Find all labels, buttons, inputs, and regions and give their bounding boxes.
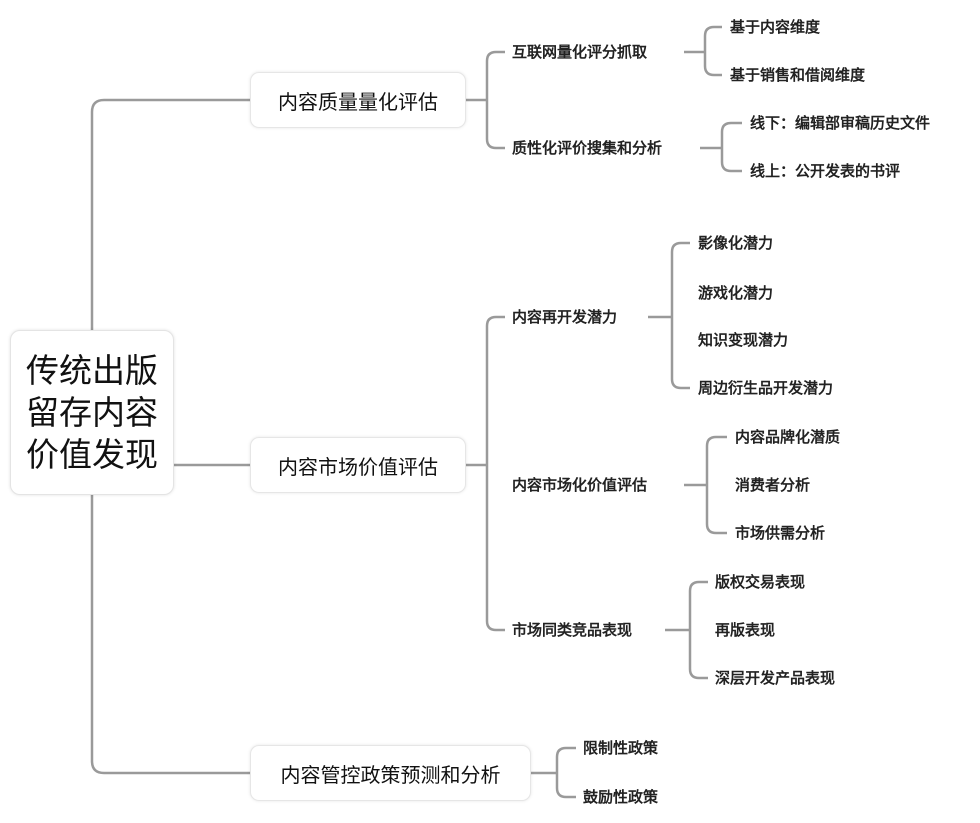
bracket-quality: [465, 50, 505, 150]
trunk-connector: [90, 98, 250, 775]
leaf[interactable]: 影像化潜力: [698, 234, 774, 252]
node-policy[interactable]: 内容管控政策预测和分析: [250, 745, 531, 801]
bracket-qualitative: [700, 121, 742, 173]
node-market-valuation[interactable]: 内容市场化价值评估: [512, 476, 648, 494]
root-line-1: 传统出版: [26, 350, 158, 390]
node-content-quality[interactable]: 内容质量量化评估: [250, 72, 466, 128]
bracket-redevelopment: [648, 241, 690, 390]
node-qualitative-review[interactable]: 质性化评价搜集和分析: [512, 139, 663, 157]
leaf[interactable]: 鼓励性政策: [583, 788, 659, 806]
leaf[interactable]: 线上：公开发表的书评: [750, 162, 901, 180]
leaf[interactable]: 知识变现潜力: [698, 331, 789, 349]
leaf[interactable]: 市场供需分析: [735, 524, 826, 542]
node-redevelopment[interactable]: 内容再开发潜力: [512, 308, 618, 326]
leaf[interactable]: 内容品牌化潜质: [735, 428, 841, 446]
node-market-value[interactable]: 内容市场价值评估: [250, 437, 466, 493]
leaf[interactable]: 基于销售和借阅维度: [730, 66, 866, 84]
leaf[interactable]: 基于内容维度: [730, 18, 821, 36]
bracket-market: [465, 315, 505, 632]
bracket-policy: [530, 746, 576, 799]
root-line-3: 价值发现: [26, 434, 158, 474]
node-label: 内容市场价值评估: [278, 454, 438, 479]
leaf[interactable]: 限制性政策: [583, 739, 659, 757]
leaf[interactable]: 线下：编辑部审稿历史文件: [750, 114, 931, 132]
leaf[interactable]: 再版表现: [715, 621, 776, 639]
leaf[interactable]: 版权交易表现: [715, 573, 806, 591]
leaf[interactable]: 周边衍生品开发潜力: [698, 379, 834, 397]
bracket-market-valuation: [684, 435, 727, 535]
leaf[interactable]: 游戏化潜力: [698, 284, 774, 302]
leaf[interactable]: 深层开发产品表现: [715, 669, 836, 687]
node-internet-score[interactable]: 互联网量化评分抓取: [512, 43, 648, 61]
root-node[interactable]: 传统出版 留存内容 价值发现: [10, 330, 174, 495]
bracket-competitors: [665, 580, 708, 680]
leaf[interactable]: 消费者分析: [735, 476, 811, 494]
node-competitors[interactable]: 市场同类竞品表现: [512, 621, 633, 639]
node-label: 内容质量量化评估: [278, 89, 438, 114]
root-line-2: 留存内容: [26, 392, 158, 432]
bracket-internet-score: [684, 25, 722, 77]
node-label: 内容管控政策预测和分析: [280, 762, 501, 787]
